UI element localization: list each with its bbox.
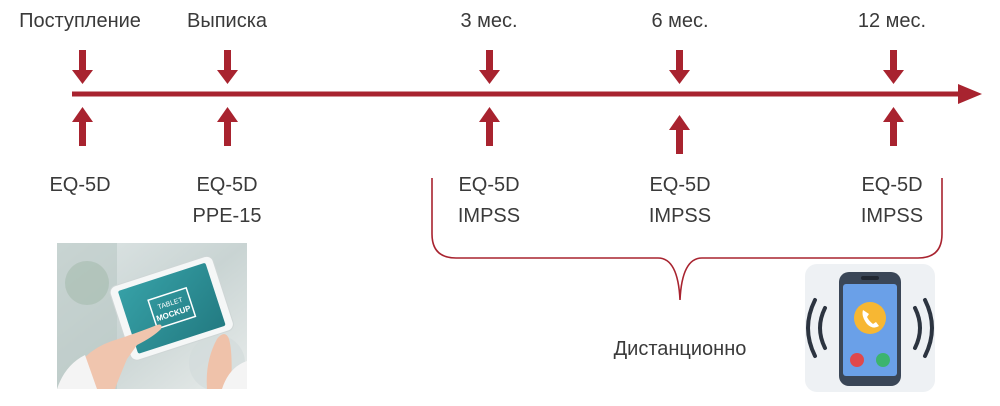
down-arrow-1: [72, 50, 93, 84]
measure-label: EQ-5D: [861, 174, 923, 196]
measure-label: EQ-5D: [649, 174, 711, 196]
timeline-arrowhead: [958, 84, 982, 104]
up-arrows: [72, 107, 904, 154]
measure-label: IMPSS: [648, 205, 712, 227]
timepoint-3m-label: 3 мес.: [460, 10, 518, 32]
measures-3m: EQ-5D IMPSS: [458, 170, 520, 232]
down-arrow-5: [883, 50, 904, 84]
measures-12m: EQ-5D IMPSS: [861, 170, 923, 232]
down-arrow-3: [479, 50, 500, 84]
measures-6m: EQ-5D IMPSS: [649, 170, 711, 232]
remote-label: Дистанционно: [613, 338, 747, 360]
up-arrow-2: [217, 107, 238, 146]
up-arrow-3: [479, 107, 500, 146]
up-arrow-4: [669, 115, 690, 154]
down-arrows: [72, 50, 904, 84]
measure-label: EQ-5D: [49, 174, 111, 196]
timepoint-12m-label: 12 мес.: [857, 10, 927, 32]
measure-label: EQ-5D: [458, 174, 520, 196]
measures-discharge: EQ-5D PPE-15: [193, 170, 262, 232]
timepoint-6m-label: 6 мес.: [651, 10, 709, 32]
down-arrow-4: [669, 50, 690, 84]
timepoint-discharge-label: Выписка: [186, 10, 268, 32]
up-arrow-1: [72, 107, 93, 146]
tablet-photo: TABLET MOCKUP: [57, 243, 247, 389]
measures-admission: EQ-5D: [49, 170, 110, 201]
phone-call-icon: [805, 264, 935, 392]
remote-bracket: [431, 178, 943, 301]
measure-label: IMPSS: [860, 205, 924, 227]
timepoint-admission-label: Поступление: [19, 10, 141, 32]
measure-label: EQ-5D: [196, 174, 258, 196]
measure-label: PPE-15: [192, 205, 262, 227]
measure-label: IMPSS: [457, 205, 521, 227]
down-arrow-2: [217, 50, 238, 84]
up-arrow-5: [883, 107, 904, 146]
